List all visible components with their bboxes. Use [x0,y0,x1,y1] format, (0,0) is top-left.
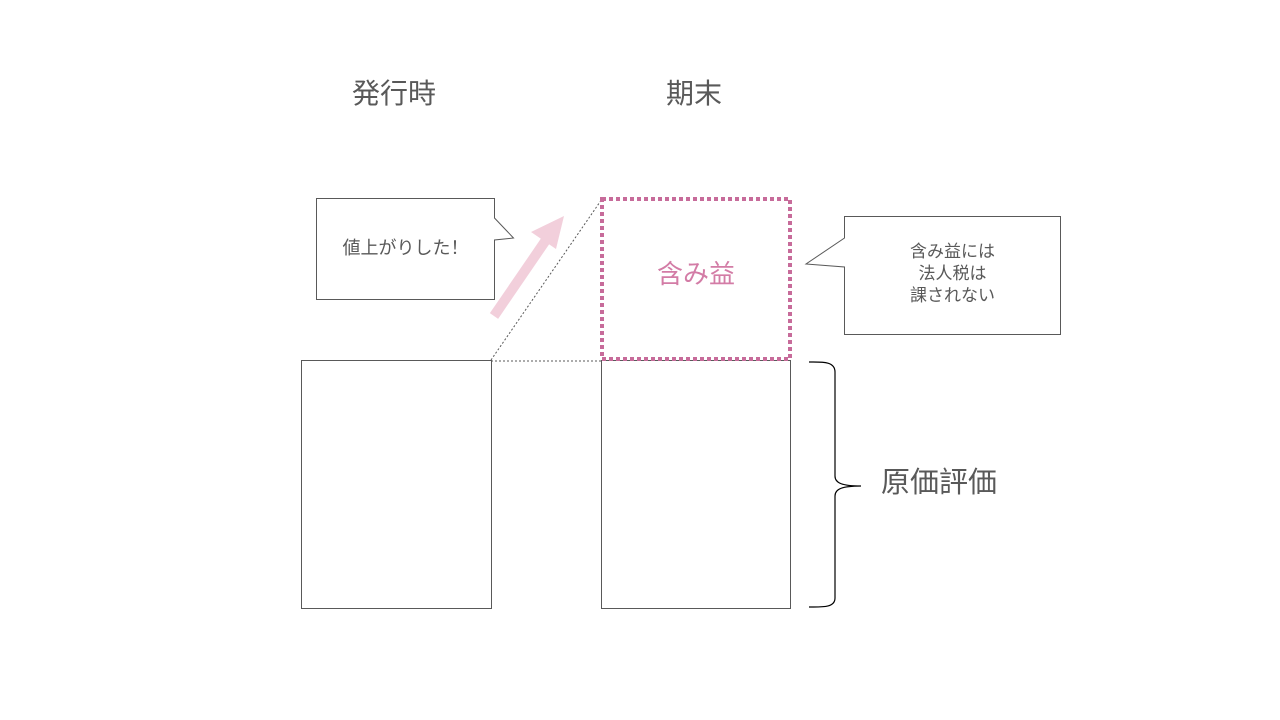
heading-period-end: 期末 [666,77,723,110]
callout-right-line: 課されない [910,286,995,307]
rising-arrow-icon [489,216,564,319]
unrealized-gain-box [600,197,792,361]
period-end-box [601,360,791,609]
unrealized-gain-label: 含み益 [656,260,735,290]
callout-left-text: 値上がりした！ [342,238,469,259]
callout-right-line: 含み益には [910,242,995,262]
heading-issue-time: 発行時 [352,77,437,110]
callout-left-bubble [316,198,515,300]
right-brace [808,361,862,608]
callout-right-bubble [804,216,1061,335]
callout-right-line: 法人税は [918,264,987,285]
callout-right-text: 含み益には 法人税は 課されない [845,241,1060,307]
connector-diagonal [490,198,603,361]
cost-valuation-label: 原価評価 [881,465,998,499]
issue-time-box [301,360,492,609]
